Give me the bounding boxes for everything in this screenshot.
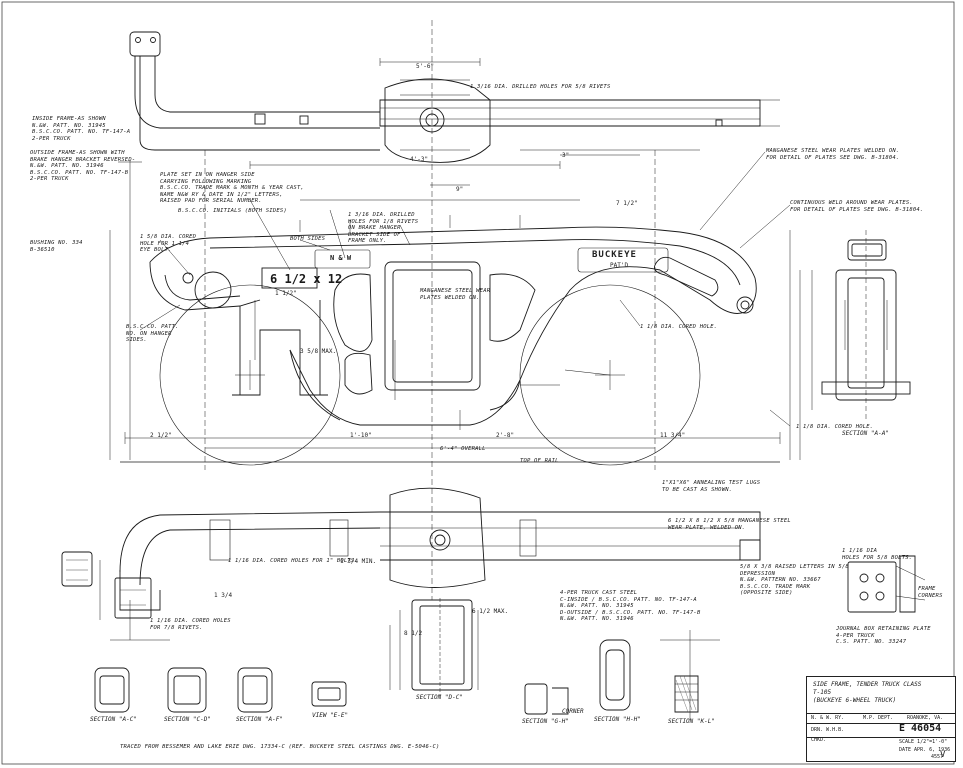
label-section-g-h: SECTION "G-H" bbox=[522, 718, 569, 725]
dim-d1: 2 1/2" bbox=[150, 432, 172, 439]
note-frame-corners: FRAME CORNERS bbox=[918, 586, 943, 599]
note-cored-holes-bolts: 1 1/16 DIA. CORED HOLES FOR 1" BOLTS. bbox=[228, 558, 358, 564]
note-trade-mark-side: B.S.C.CO. PATT. NO. ON HANGER SIDES. bbox=[126, 324, 179, 343]
title-railway: N. & W. RY. bbox=[811, 715, 845, 721]
note-bushing: BUSHING NO. 334 B-36510 bbox=[30, 240, 83, 253]
note-wear-plates-bolted: MANGANESE STEEL WEAR PLATES WELDED ON. bbox=[420, 288, 491, 301]
cast-patd: PAT'D bbox=[610, 262, 629, 269]
label-section-h-h: SECTION "H-H" bbox=[594, 716, 641, 723]
dim-d12: 1 3/4 bbox=[214, 592, 233, 599]
bottom-sections bbox=[94, 630, 720, 720]
title-drawn: DRN. W.H.B. bbox=[811, 727, 845, 733]
dim-d5: 1'-10" bbox=[350, 432, 372, 439]
title-city: ROANOKE, VA. bbox=[907, 715, 944, 721]
section-a-a bbox=[811, 230, 911, 420]
cast-buckeye: BUCKEYE bbox=[592, 250, 637, 260]
title-block: SIDE FRAME, TENDER TRUCK CLASS T-105 (BU… bbox=[806, 676, 956, 762]
note-raised-letters: 5/8 x 3/8 RAISED LETTERS IN 5/8 DEPRESSI… bbox=[740, 564, 849, 596]
note-overall: 6'-4" OVERALL bbox=[440, 446, 486, 452]
label-section-d-c: SECTION "D-C" bbox=[416, 694, 463, 701]
note-journal-box: JOURNAL BOX RETAINING PLATE 4-PER TRUCK … bbox=[836, 626, 931, 645]
corner-mark: V bbox=[940, 750, 946, 760]
dim-d8: 7 1/2" bbox=[616, 200, 638, 207]
note-manganese-lower: 6 1/2 x 8 1/2 x 5/8 MANGANESE STEEL WEAR… bbox=[668, 518, 791, 531]
lower-plan-view bbox=[99, 487, 761, 641]
title-dept: M.P. DEPT. bbox=[863, 715, 894, 721]
note-drilled-holes-top: 1 3/16 DIA. DRILLED HOLES FOR 5/8 RIVETS bbox=[470, 84, 611, 90]
label-section-k-l: SECTION "K-L" bbox=[668, 718, 715, 725]
center-lines bbox=[204, 20, 656, 600]
dim-d2: 1 1/2" bbox=[275, 290, 297, 297]
journal-box-plate bbox=[847, 555, 926, 613]
note-outside-frame: OUTSIDE FRAME-AS SHOWN WITH BRAKE HANGER… bbox=[30, 150, 136, 182]
section-d-c bbox=[389, 598, 479, 696]
note-eye-bolt: 1 5/8 DIA. CORED HOLE FOR 1 1/4 EYE BOLT… bbox=[140, 234, 197, 253]
label-section-c-d: SECTION "C-D" bbox=[164, 716, 211, 723]
title-scale: SCALE 1/2"=1'-0" bbox=[899, 739, 948, 745]
dim-d11: 8 1/2 bbox=[404, 630, 423, 637]
dim-d6: 11 3/4" bbox=[660, 432, 686, 439]
title-date: DATE APR. 6, 1936 bbox=[899, 747, 951, 753]
note-manganese-wear: MANGANESE STEEL WEAR PLATES WELDED ON. F… bbox=[766, 148, 900, 161]
dim-d13: 1 3/4 MIN. bbox=[340, 558, 377, 565]
note-traced-from: TRACED FROM BESSEMER AND LAKE ERIE DWG. … bbox=[120, 744, 440, 750]
note-inside-frame: INSIDE FRAME-AS SHOWN N.&W. PATT. NO. 31… bbox=[32, 116, 131, 142]
cast-nw: N & W bbox=[330, 254, 352, 262]
dim-wheel-base: 5'-6" bbox=[416, 63, 435, 70]
note-both-sides: BOTH SIDES bbox=[290, 236, 326, 242]
note-drilled-holes-mid: 1 3/16 DIA. DRILLED HOLES FOR 1/8 RIVETS… bbox=[348, 212, 419, 244]
note-top-of-rail: TOP OF RAIL bbox=[520, 458, 559, 464]
dim-d4: 2'-8" bbox=[496, 432, 515, 439]
dim-d3: 3" bbox=[562, 152, 570, 159]
drawing-number: E 46054 bbox=[899, 723, 942, 734]
label-corner: CORNER bbox=[562, 708, 584, 715]
note-plate-set: PLATE SET IN ON HANGER SIDE CARRYING FOL… bbox=[160, 172, 304, 204]
shading bbox=[675, 675, 697, 713]
title-checked: CHKD. bbox=[811, 737, 827, 743]
dim-d9: 3 5/8 MAX. bbox=[300, 348, 337, 355]
label-view-e-e: VIEW "E-E" bbox=[312, 712, 349, 719]
note-annealing: 1"x1"x6" ANNEALING TEST LUGS TO BE CAST … bbox=[662, 480, 761, 493]
dim-center: 4'-3" bbox=[410, 156, 429, 163]
note-per-truck: 4-PER TRUCK CAST STEEL C-INSIDE / B.S.C.… bbox=[560, 590, 701, 622]
title-text: SIDE FRAME, TENDER TRUCK CLASS T-105 (BU… bbox=[813, 681, 922, 704]
label-section-a-a: SECTION "A-A" bbox=[842, 430, 889, 437]
main-elevation bbox=[109, 151, 801, 466]
dim-d7: 9" bbox=[456, 186, 464, 193]
dim-d10: 6 1/2 MAX. bbox=[472, 608, 509, 615]
note-continuous-weld: CONTINUOUS WELD AROUND WEAR PLATES. FOR … bbox=[790, 200, 924, 213]
note-cored-holes-rivets: 1 1/16 DIA. CORED HOLES FOR 7/8 RIVETS. bbox=[150, 618, 231, 631]
dim-big-plate: 6 1/2 x 12 bbox=[270, 272, 343, 286]
note-dia-holes-bolts: 1 1/16 DIA HOLES FOR 5/8 BOLTS. bbox=[842, 548, 913, 561]
label-section-a-c: SECTION "A-C" bbox=[90, 716, 137, 723]
title-ref: 4557 bbox=[931, 754, 944, 760]
note-cored-hole-section: 1 1/8 DIA. CORED HOLE. bbox=[796, 424, 874, 430]
note-cored-hole-center: 1 1/8 DIA. CORED HOLE. bbox=[640, 324, 718, 330]
left-section-detail bbox=[61, 551, 152, 619]
label-section-a-f: SECTION "A-F" bbox=[236, 716, 283, 723]
note-bsc-initials: B.S.C.CO. INITIALS (BOTH SIDES) bbox=[178, 208, 287, 214]
